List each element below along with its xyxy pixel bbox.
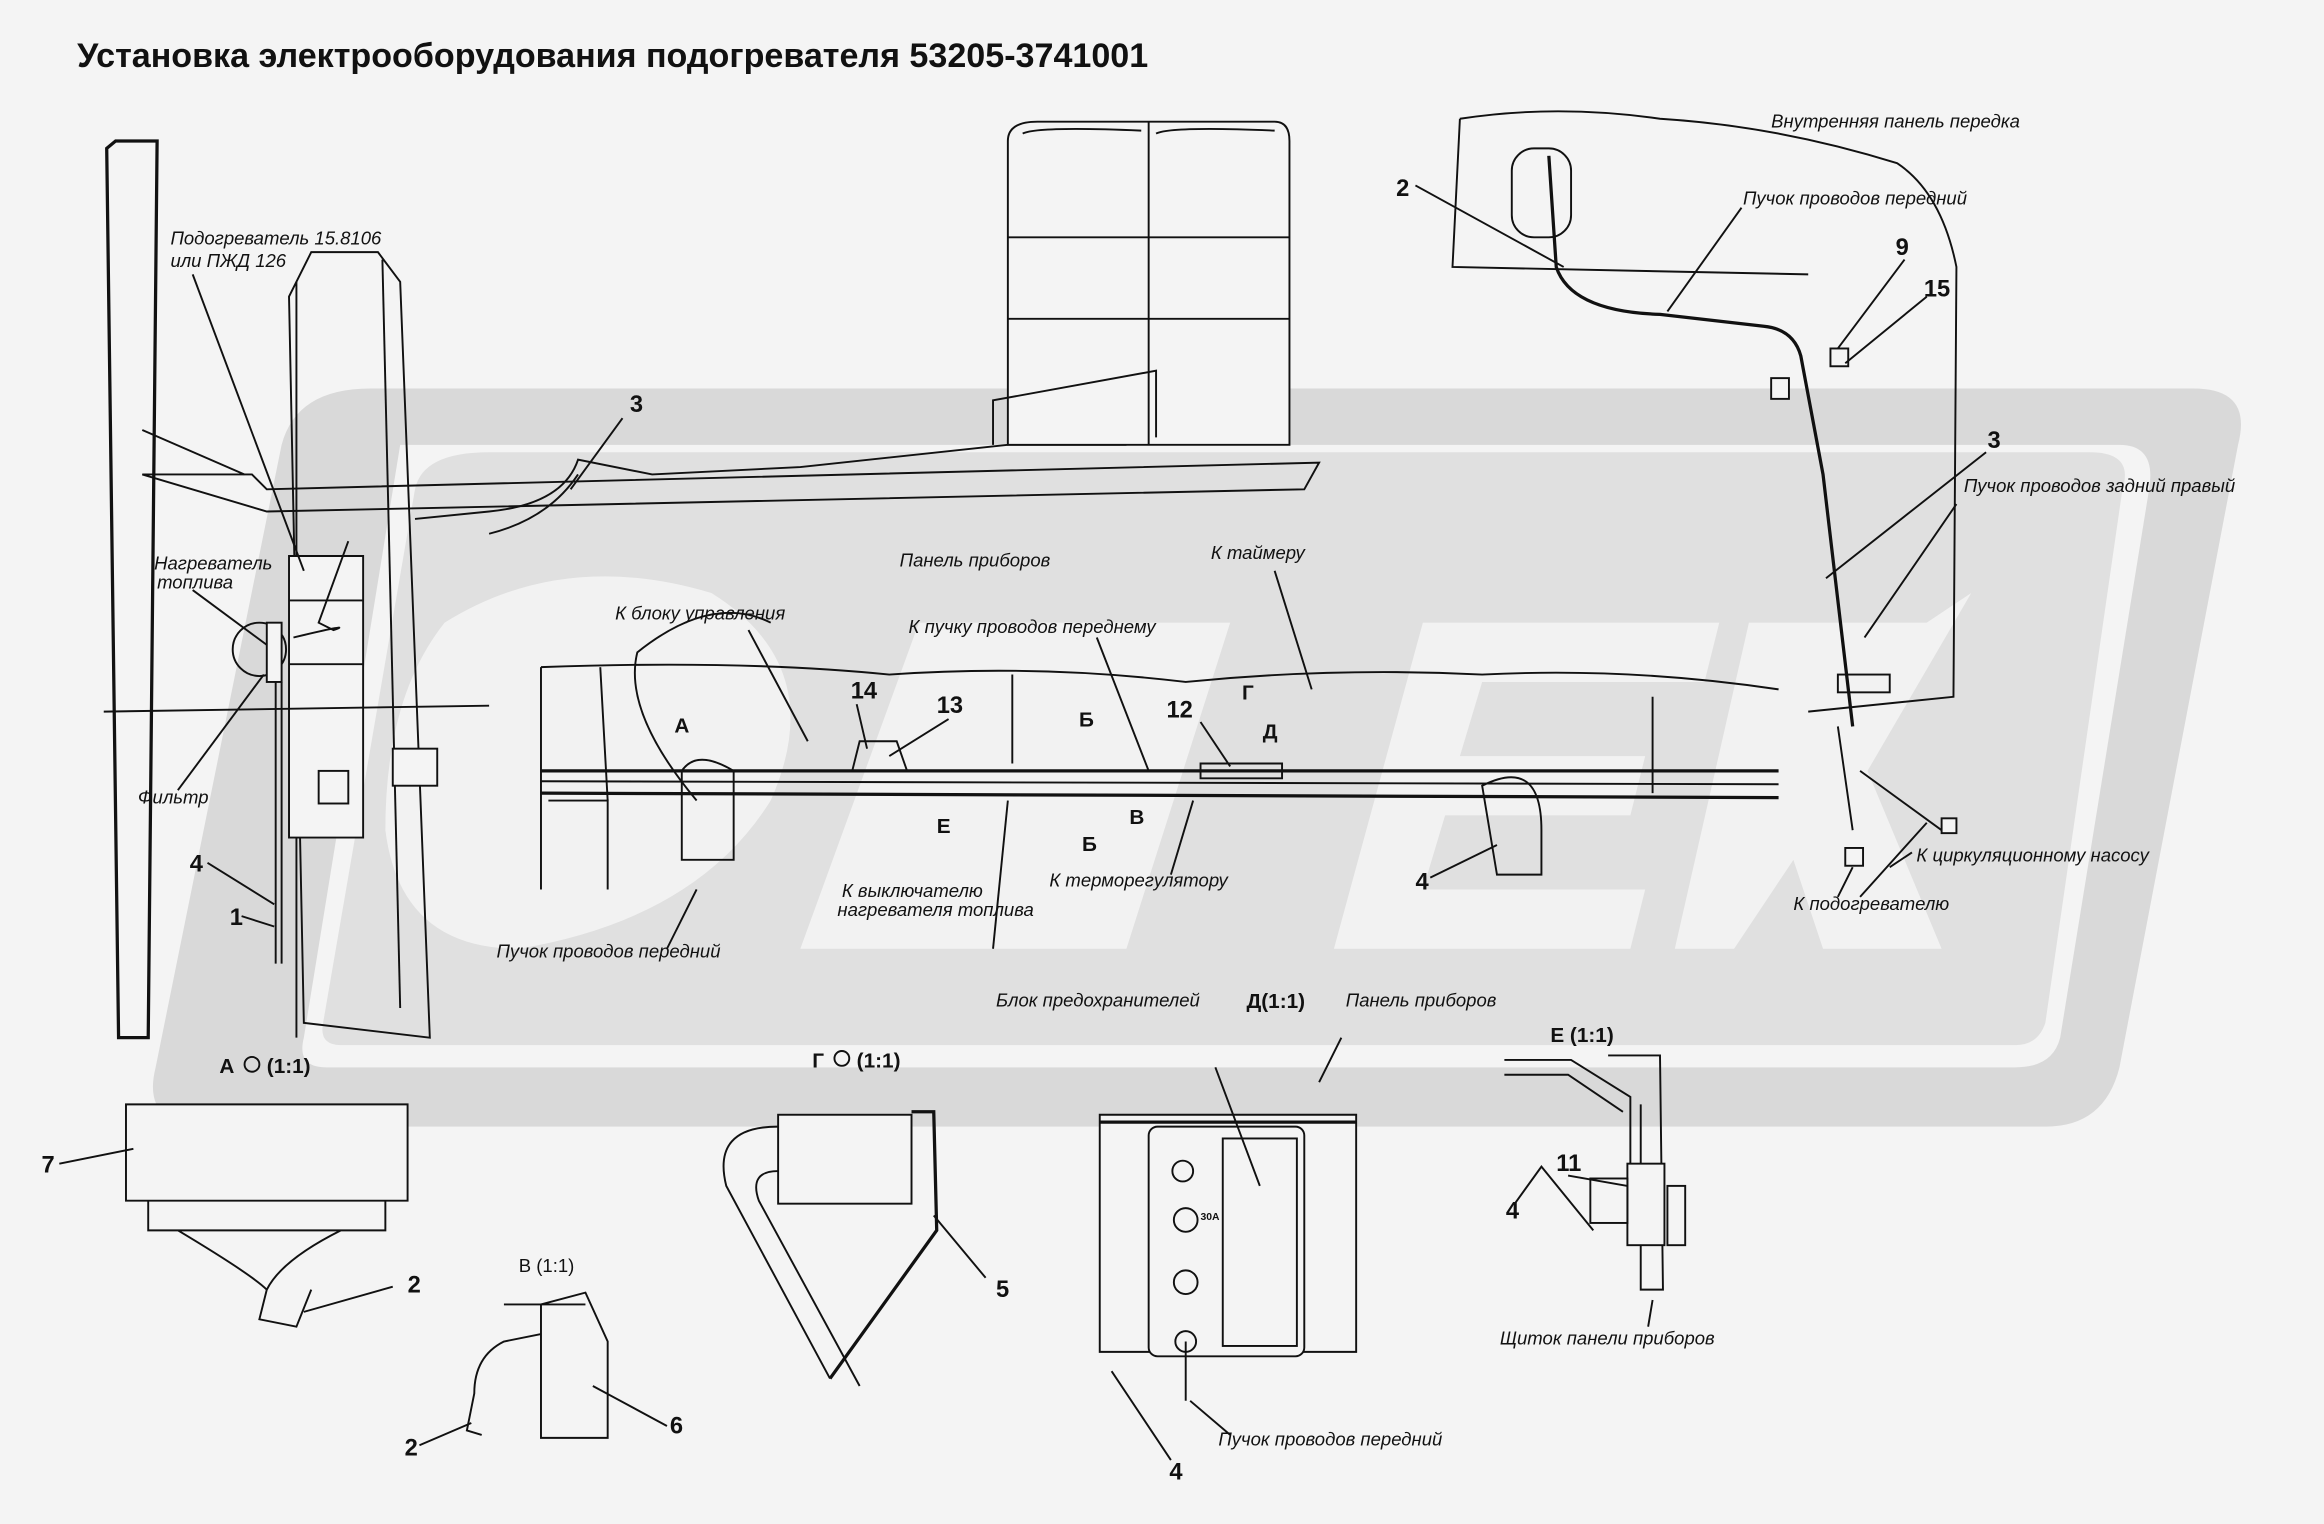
inner-front-panel	[1451, 110, 1958, 867]
detail-e-title: Е (1:1)	[1550, 1024, 1613, 1047]
label-fuel-heater: Нагреватель	[154, 552, 272, 573]
label-instrument-panel: Панель приборов	[900, 549, 1051, 570]
detail-a-callout-2: 2	[408, 1273, 421, 1299]
label-to-heater: К подогревателю	[1793, 893, 1949, 914]
section-mark-d: Д	[1263, 720, 1278, 743]
label-to-switch: К выключателю	[842, 880, 983, 901]
heater-unit	[317, 769, 350, 805]
label-rear-right-harness: Пучок проводов задний правый	[1964, 475, 2235, 496]
label-inner-front-panel: Внутренняя панель передка	[1771, 111, 2020, 132]
section-mark-b2: Б	[1082, 833, 1097, 856]
callout-4b: 4	[1415, 869, 1429, 895]
callout-12: 12	[1166, 698, 1192, 724]
callout-3: 3	[630, 392, 643, 418]
callout-7: 7	[42, 1153, 55, 1179]
label-to-front-harness: К пучку проводов переднему	[909, 616, 1158, 637]
callout-4: 4	[190, 852, 204, 878]
detail-a-title: А	[219, 1055, 234, 1078]
section-mark-g: Г	[1242, 682, 1254, 705]
callout-2: 2	[1396, 176, 1409, 202]
label-heater-alt: или ПЖД 126	[170, 250, 286, 271]
detail-e: Е (1:1) 11 4 Щиток панели приборов	[1500, 1024, 1715, 1348]
callout-13: 13	[937, 693, 963, 719]
heater-connector	[1844, 847, 1865, 867]
callout-11: 11	[1556, 1151, 1581, 1177]
label-front-harness-d: Пучок проводов передний	[1218, 1428, 1442, 1449]
detail-g-scale: (1:1)	[857, 1049, 901, 1072]
section-mark-e: Е	[937, 815, 951, 838]
cab-front-structure	[103, 139, 1321, 1040]
detail-v: В (1:1) 2 6	[405, 1255, 683, 1462]
detail-g-title: Г	[812, 1049, 824, 1072]
callout-15: 15	[1924, 277, 1950, 303]
section-mark-a: А	[674, 714, 689, 737]
label-front-harness-right: Пучок проводов передний	[1743, 188, 1967, 209]
label-to-switch-2: нагревателя топлива	[837, 899, 1033, 920]
label-to-circ-pump: К циркуляционному насосу	[1916, 844, 2150, 865]
battery-rack	[992, 120, 1291, 446]
detail-a-scale: (1:1)	[267, 1055, 311, 1078]
section-mark-v: В	[1129, 806, 1144, 829]
label-to-timer: К таймеру	[1211, 542, 1307, 563]
detail-v-title: В (1:1)	[519, 1255, 575, 1276]
detail-v-callout-2: 2	[405, 1436, 418, 1462]
detail-g: Г (1:1) 5	[722, 1049, 1009, 1387]
label-panel: Панель приборов	[1346, 990, 1497, 1011]
fuse-block	[1147, 1125, 1306, 1358]
label-front-harness: Пучок проводов передний	[497, 941, 721, 962]
detail-d-callout-4: 4	[1169, 1459, 1183, 1485]
section-mark-b: Б	[1079, 708, 1094, 731]
detail-d: Блок предохранителей Д(1:1) Панель прибо…	[996, 990, 1497, 1486]
callout-9: 9	[1896, 235, 1909, 261]
detail-a: А (1:1) 7 2	[42, 1055, 421, 1328]
fuse-rating: 30А	[1201, 1212, 1221, 1223]
label-fuse-block: Блок предохранителей	[996, 990, 1200, 1011]
label-fuel-heater-2: топлива	[157, 572, 233, 593]
view-circle-icon	[243, 1055, 261, 1073]
label-to-thermostat: К терморегулятору	[1049, 870, 1229, 891]
callout-5: 5	[996, 1277, 1009, 1303]
view-circle-icon	[833, 1050, 851, 1067]
callout-6: 6	[670, 1413, 683, 1439]
leader-lines	[177, 184, 1987, 950]
callout-3b: 3	[1988, 428, 2001, 454]
label-dash-panel: Щиток панели приборов	[1500, 1327, 1715, 1348]
detail-d-title: Д(1:1)	[1246, 990, 1305, 1013]
label-filter: Фильтр	[138, 787, 209, 808]
label-to-control-unit: К блоку управления	[615, 603, 785, 624]
instrument-panel-section	[540, 611, 1779, 949]
callout-1: 1	[230, 905, 243, 931]
diagram-title: Установка электрооборудования подогреват…	[77, 37, 1148, 75]
label-heater: Подогреватель 15.8106	[170, 228, 382, 249]
pump-connector	[1940, 817, 1958, 835]
callout-14: 14	[851, 678, 878, 704]
detail-e-callout-4: 4	[1506, 1199, 1520, 1225]
